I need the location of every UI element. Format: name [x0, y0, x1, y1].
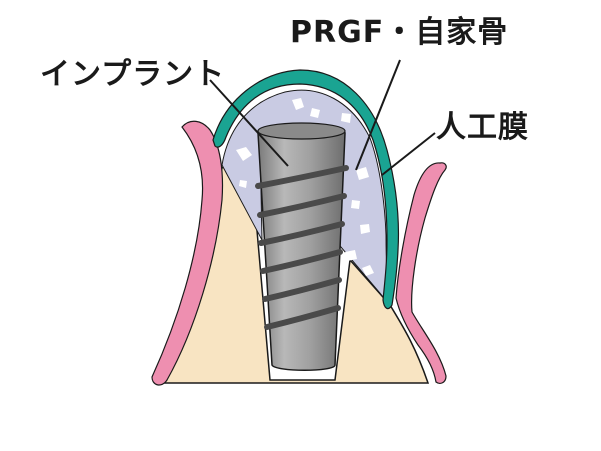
- graft-particles: [236, 98, 374, 276]
- gum-right: [395, 162, 447, 384]
- leader-membrane: [381, 132, 436, 176]
- leader-lines: [209, 59, 436, 176]
- implant-top: [257, 122, 346, 140]
- implant-body: [257, 124, 346, 371]
- label-membrane: 人工膜: [436, 110, 529, 145]
- implant-threads: [255, 165, 349, 330]
- leader-prgf: [355, 59, 401, 171]
- leader-implant: [209, 79, 289, 167]
- artificial-membrane: [212, 69, 400, 310]
- label-prgf-bone: PRGF・自家骨: [290, 15, 509, 50]
- label-implant: インプラント: [40, 57, 226, 92]
